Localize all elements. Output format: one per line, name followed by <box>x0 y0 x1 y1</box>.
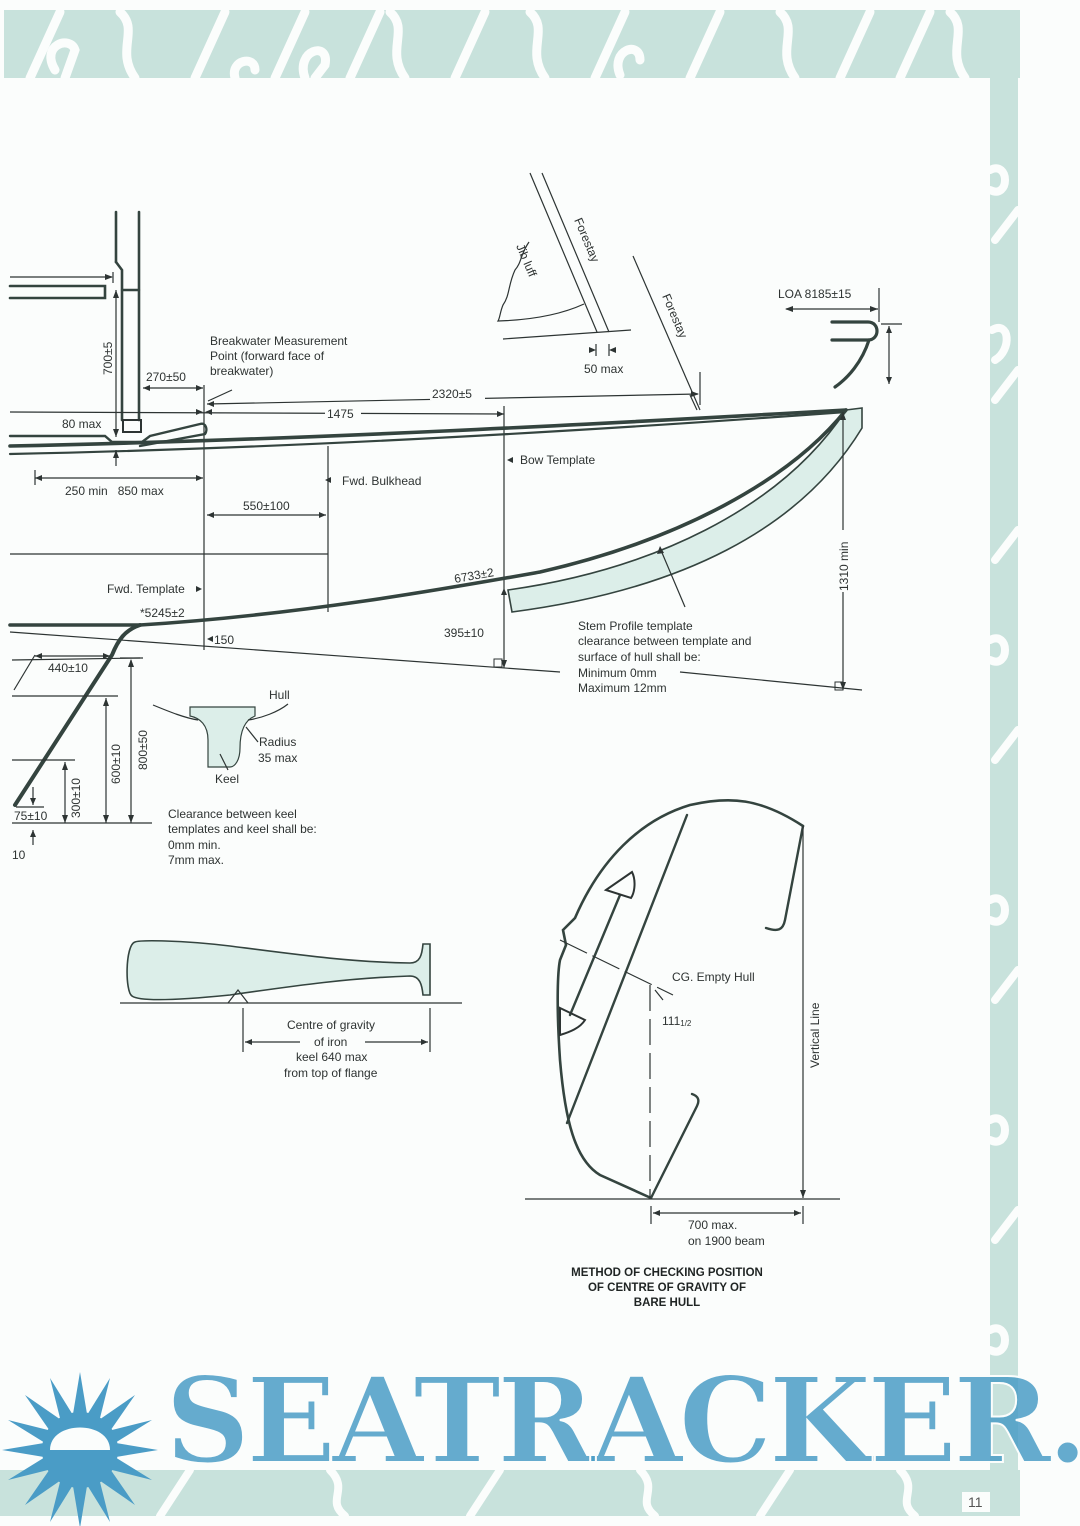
stem-note-5: Maximum 12mm <box>578 681 667 695</box>
angle-value: 111 <box>662 1014 681 1028</box>
page-number: 11 <box>968 1494 983 1510</box>
station-5245-label: *5245±2 <box>140 606 185 620</box>
forestay-label: Forestay <box>571 216 602 264</box>
forestay-gap-dim <box>589 344 616 356</box>
cg-offset-2: on 1900 beam <box>688 1234 765 1248</box>
stem-distance-label: 2320±5 <box>432 387 472 401</box>
iron-keel-note-4: from top of flange <box>284 1066 378 1080</box>
sun-logo-icon <box>2 1372 158 1526</box>
hull-profile: 700±5 270±50 Breakwater Measurement Poin… <box>8 210 863 695</box>
jib-sail-outline <box>496 241 585 322</box>
radius-label-1: Radius <box>259 735 296 749</box>
station-6733-label: 6733±2 <box>453 565 495 586</box>
keel-detail: 440±10 800±50 600±10 300±10 75±10 10 Hul… <box>11 623 317 867</box>
iron-keel-note-2: of iron <box>314 1035 347 1049</box>
keel-depth-800-label: 800±50 <box>136 730 150 770</box>
cg-title-2: OF CENTRE OF GRAVITY OF <box>588 1282 746 1294</box>
angle-fraction: 1/2 <box>680 1019 692 1028</box>
bow-detail: LOA 8185±15 <box>778 287 902 389</box>
keel-depth-300-label: 300±10 <box>69 778 83 818</box>
forestay-label-2: Forestay <box>659 292 690 340</box>
border-top-band <box>0 7 1022 1520</box>
bow-template-distance-label: 1475 <box>327 407 354 421</box>
cg-label: CG. Empty Hull <box>672 970 755 984</box>
iron-keel-note-3: keel 640 max <box>296 1050 367 1064</box>
cg-offset-1: 700 max. <box>688 1218 737 1232</box>
mast-range-label: 250 min 850 max <box>65 484 164 498</box>
keel-offset-label: 440±10 <box>48 661 88 675</box>
clearance-note-4: 7mm max. <box>168 853 224 867</box>
cg-method-diagram: CG. Empty Hull 1111/2 Vertical Line 700 … <box>525 798 840 1309</box>
rig-detail: Jib luff Forestay Forestay 50 max <box>496 172 701 411</box>
cg-title-1: METHOD OF CHECKING POSITION <box>571 1267 763 1279</box>
radius-label-2: 35 max <box>258 751 297 765</box>
page-number-backing <box>962 1492 990 1512</box>
bulkhead-distance-label: 550±100 <box>243 499 290 513</box>
cg-title-3: BARE HULL <box>634 1297 700 1309</box>
depth-150-label: 150 <box>214 633 234 647</box>
angle-label: 1111/2 <box>662 1014 692 1028</box>
watermark-text: SEATRACKER.RU <box>165 1351 1080 1490</box>
stem-note-4: Minimum 0mm <box>578 666 657 680</box>
hull-label: Hull <box>269 688 290 702</box>
forestay-gap-label: 50 max <box>584 362 623 376</box>
iron-keel-note-1: Centre of gravity <box>287 1018 375 1032</box>
stem-note-2: clearance between template and <box>578 634 751 648</box>
depth-395-label: 395±10 <box>444 626 484 640</box>
breakwater-offset-label: 270±50 <box>146 370 186 384</box>
bow-template-label: Bow Template <box>520 453 595 467</box>
stem-profile-template <box>507 407 863 613</box>
keel-depth-600-label: 600±10 <box>109 744 123 784</box>
clearance-note-2: templates and keel shall be: <box>168 822 317 836</box>
breakwater-note-3: breakwater) <box>210 364 273 378</box>
mast-height-label: 700±5 <box>101 341 115 375</box>
stem-height-label: 1310 min <box>837 542 851 591</box>
clearance-note-1: Clearance between keel <box>168 807 297 821</box>
breakwater-note-2: Point (forward face of <box>210 349 325 363</box>
keel-75-label: 75±10 <box>14 809 48 823</box>
chainplate-max-label: 80 max <box>62 417 101 431</box>
vertical-line-label: Vertical Line <box>808 1002 822 1068</box>
jib-luff-label: Jib luff <box>513 242 540 280</box>
keel-label: Keel <box>215 772 239 786</box>
fwd-bulkhead-label: Fwd. Bulkhead <box>342 474 421 488</box>
fwd-template-label: Fwd. Template <box>107 582 185 596</box>
stem-note-1: Stem Profile template <box>578 619 693 633</box>
loa-label: LOA 8185±15 <box>778 287 852 301</box>
keel-section <box>189 706 256 768</box>
stem-note-3: surface of hull shall be: <box>578 650 701 664</box>
watermark: SEATRACKER.RU <box>2 1350 1080 1526</box>
iron-keel-diagram: Centre of gravity of iron keel 640 max f… <box>120 940 462 1080</box>
breakwater-note-1: Breakwater Measurement <box>210 334 348 348</box>
keel-10-label: 10 <box>12 848 26 862</box>
iron-keel-shape <box>126 940 431 1001</box>
clearance-note-3: 0mm min. <box>168 838 221 852</box>
